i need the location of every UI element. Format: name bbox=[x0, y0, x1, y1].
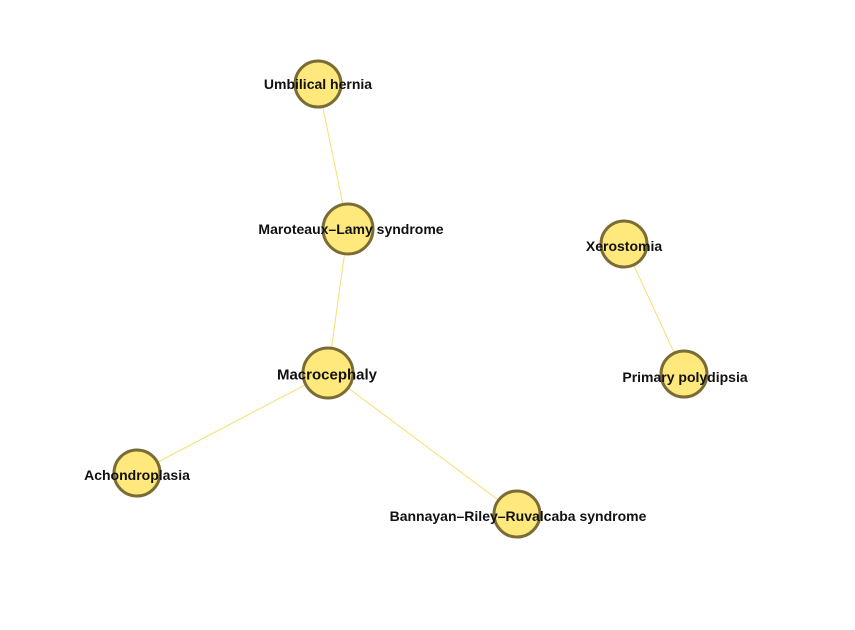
node-label: Achondroplasia bbox=[84, 467, 190, 483]
node-circle[interactable] bbox=[492, 489, 542, 539]
node-label: Macrocephaly bbox=[277, 367, 378, 384]
node-umbilical-hernia[interactable]: Umbilical hernia bbox=[264, 59, 372, 109]
node-maroteaux-lamy-syndrome[interactable]: Maroteaux–Lamy syndrome bbox=[258, 202, 444, 256]
node-xerostomia[interactable]: Xerostomia bbox=[586, 219, 662, 269]
node-macrocephaly[interactable]: Macrocephaly bbox=[277, 346, 378, 400]
node-label: Bannayan–Riley–Ruvalcaba syndrome bbox=[390, 508, 647, 524]
node-bannayan-riley-ruvalcaba-syndrome[interactable]: Bannayan–Riley–Ruvalcaba syndrome bbox=[390, 489, 647, 539]
node-circle[interactable] bbox=[659, 349, 709, 399]
edge-macrocephaly-achondroplasia bbox=[136, 372, 329, 474]
node-achondroplasia[interactable]: Achondroplasia bbox=[84, 448, 190, 498]
node-primary-polydipsia[interactable]: Primary polydipsia bbox=[622, 349, 748, 399]
node-circle[interactable] bbox=[293, 59, 343, 109]
node-circle[interactable] bbox=[321, 202, 375, 256]
node-label: Primary polydipsia bbox=[622, 369, 747, 385]
node-circle[interactable] bbox=[112, 448, 162, 498]
edges bbox=[136, 83, 685, 515]
node-label: Maroteaux–Lamy syndrome bbox=[258, 221, 443, 237]
edge-macrocephaly-bannayan bbox=[327, 372, 518, 515]
nodes: Umbilical hernia Maroteaux–Lamy syndrome… bbox=[84, 59, 748, 539]
node-circle[interactable] bbox=[599, 219, 649, 269]
node-label: Umbilical hernia bbox=[264, 76, 372, 92]
node-circle[interactable] bbox=[301, 346, 355, 400]
node-label: Xerostomia bbox=[586, 238, 662, 254]
